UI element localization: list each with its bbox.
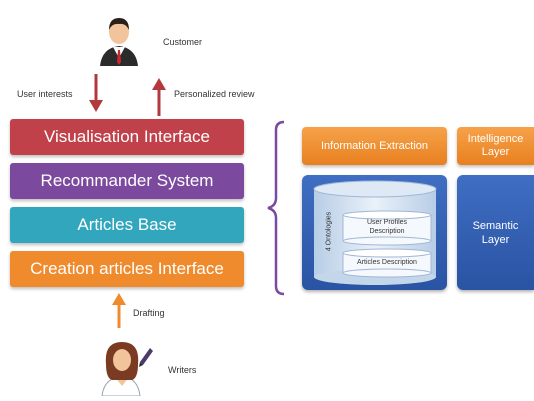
intelligence-layer-line2: Layer <box>481 146 510 158</box>
customer-label: Customer <box>163 37 203 47</box>
arrow-up-icon <box>112 292 126 328</box>
writers-label: Writers <box>168 365 197 375</box>
user-profiles-line1: User Profiles <box>366 219 408 226</box>
user-profiles-disk-icon <box>342 210 432 246</box>
bracket-icon <box>264 120 286 296</box>
intelligence-layer-line1: Intelligence <box>467 133 524 145</box>
layer-articles-base: Articles Base <box>10 207 244 243</box>
arrow-down-icon <box>89 74 103 114</box>
user-interests-label: User interests <box>17 89 73 99</box>
semantic-layer-line1: Semantic <box>472 219 519 232</box>
intelligence-layer-box: Intelligence Layer <box>457 127 534 165</box>
layer-creation-articles-interface: Creation articles Interface <box>10 251 244 287</box>
articles-description-disk-icon <box>342 248 432 278</box>
user-profiles-text: User Profiles Description <box>342 218 432 236</box>
customer-avatar-icon <box>96 10 142 66</box>
arrow-up-icon <box>152 76 166 116</box>
writer-avatar-icon <box>96 334 156 397</box>
personalized-review-label: Personalized review <box>174 89 255 99</box>
user-profiles-line2: Description <box>369 228 405 235</box>
semantic-layer-line2: Layer <box>481 233 510 246</box>
layer-visualisation-interface: Visualisation Interface <box>10 119 244 155</box>
ontologies-rotated-label: 4 Ontologies <box>325 211 333 252</box>
articles-description-text: Articles Description <box>357 259 417 266</box>
drafting-label: Drafting <box>133 308 165 318</box>
layer-recommander-system: Recommander System <box>10 163 244 199</box>
semantic-layer-box: Semantic Layer <box>457 175 534 290</box>
information-extraction-box: Information Extraction <box>302 127 447 165</box>
